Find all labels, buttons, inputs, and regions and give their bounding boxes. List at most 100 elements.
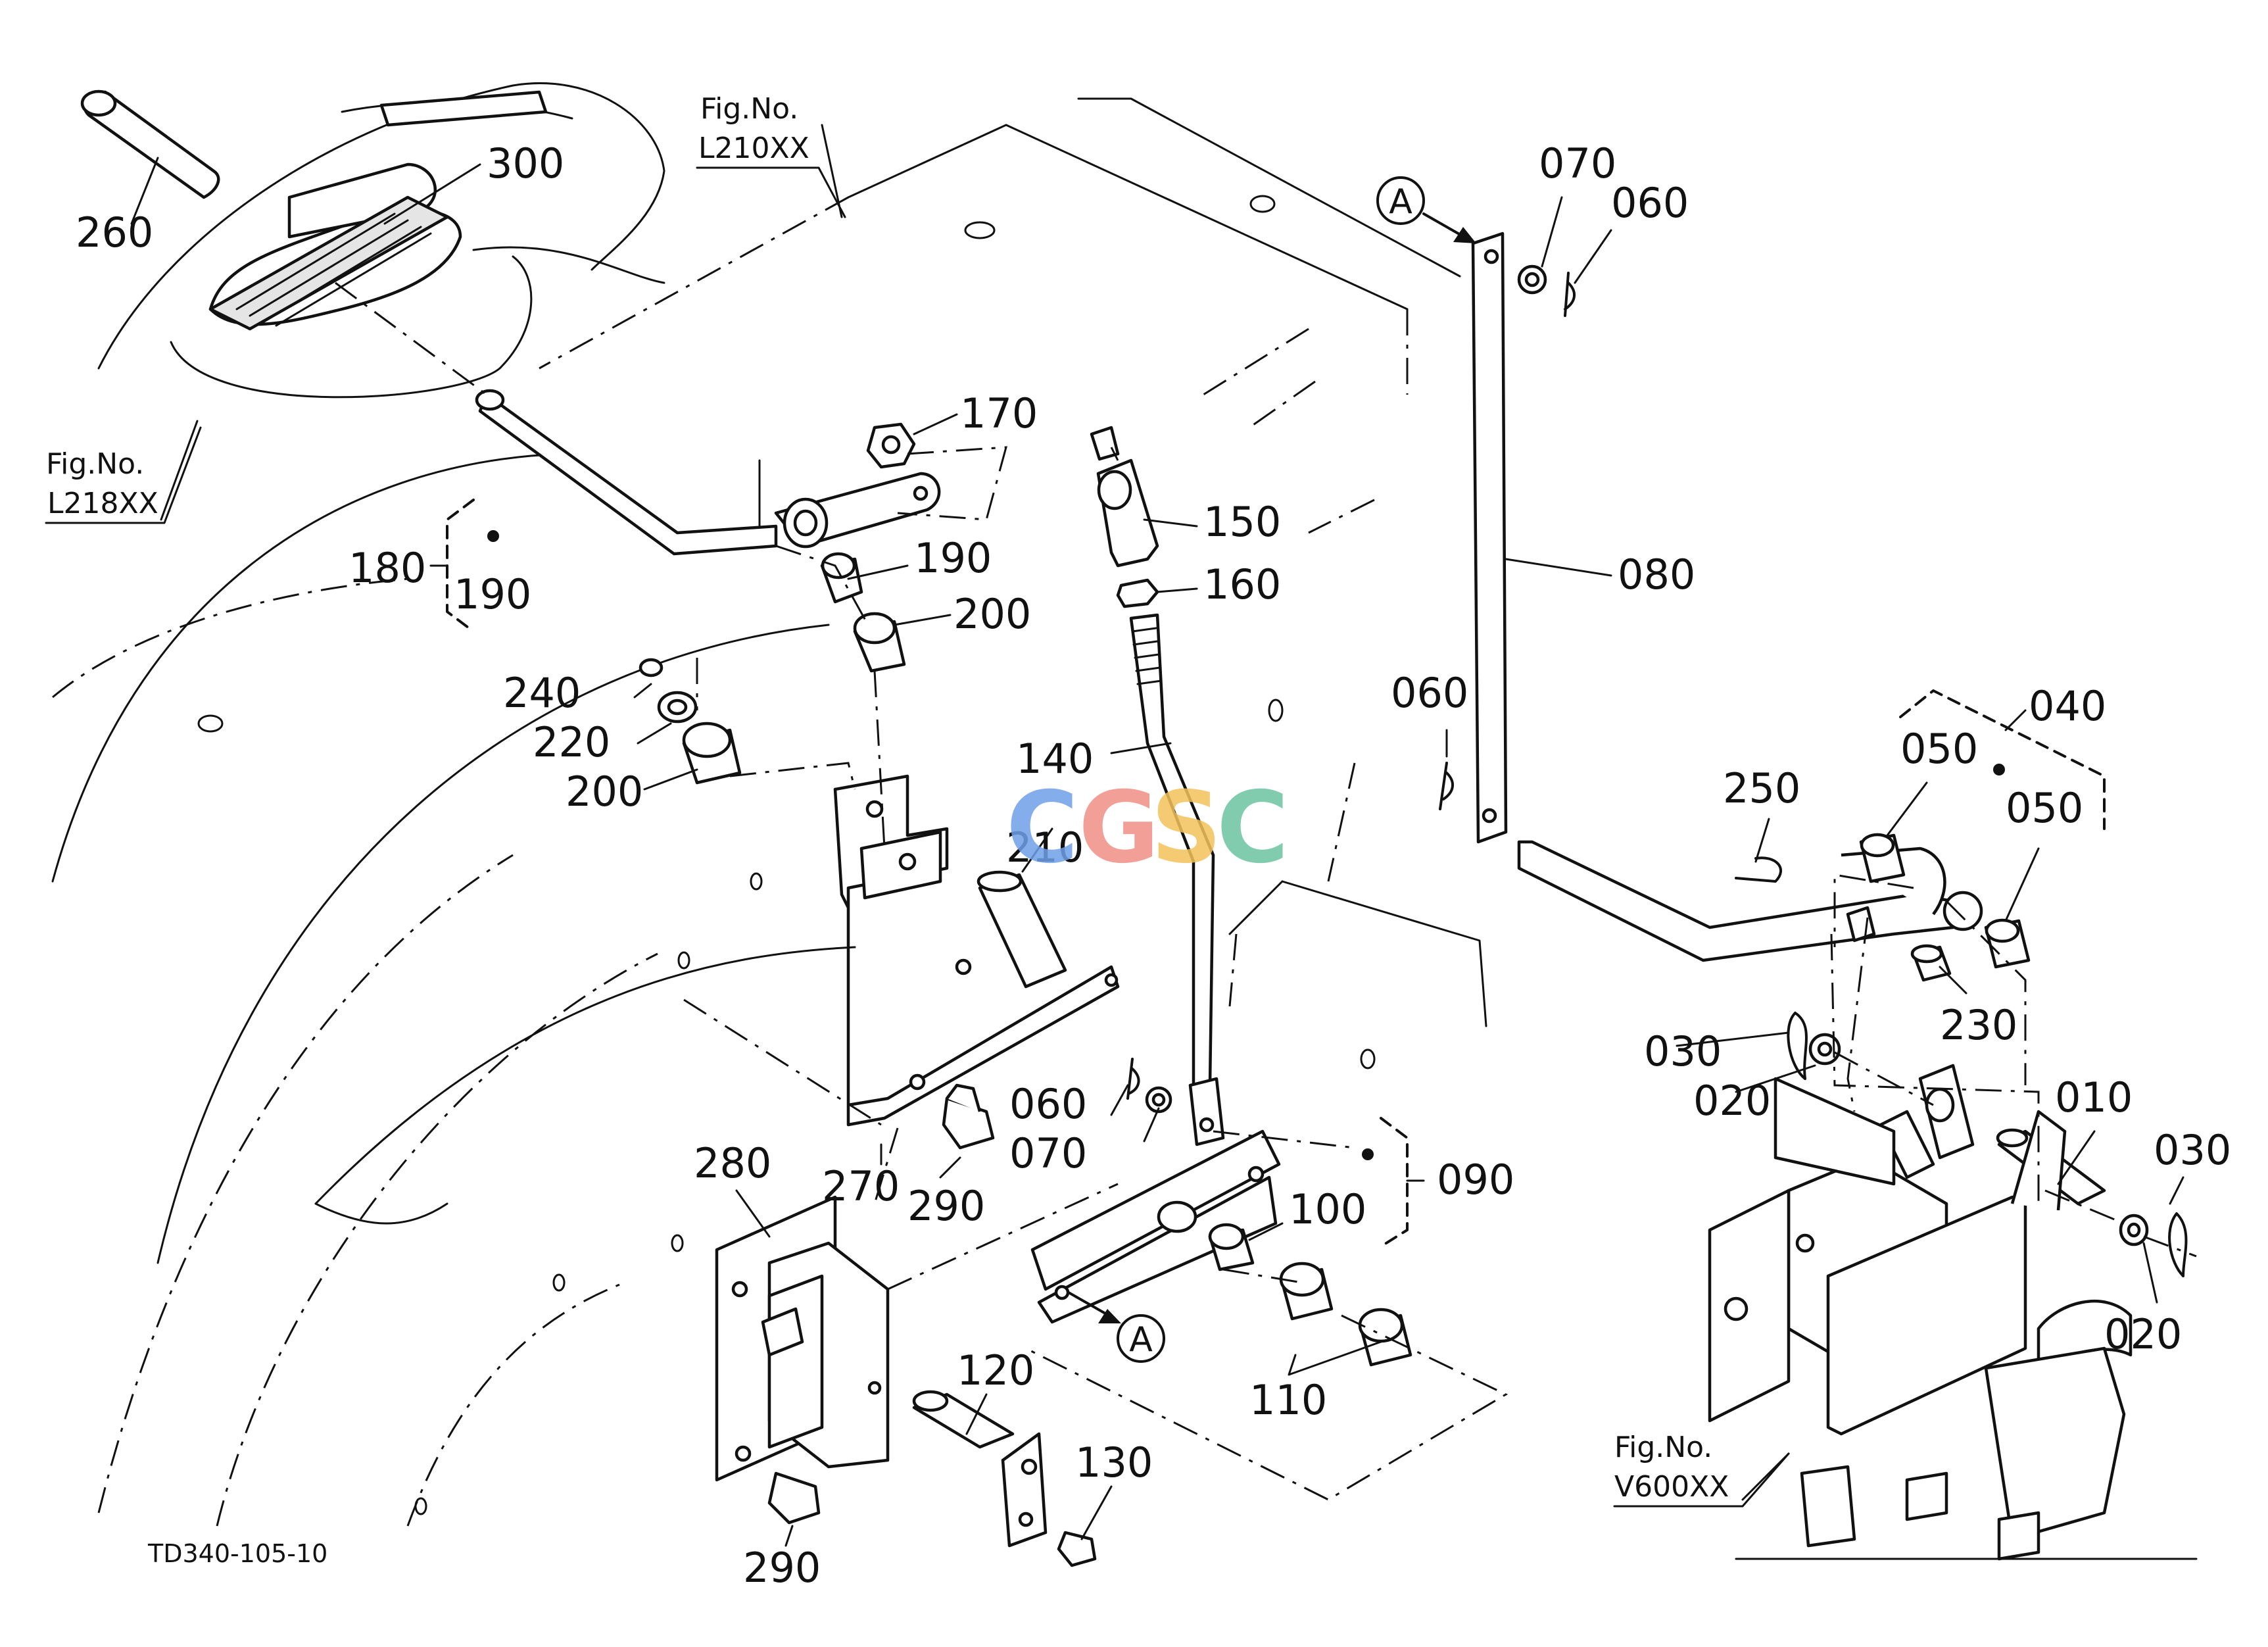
bolt-290-lower [767, 1471, 821, 1525]
part-label: 120 [957, 1346, 1034, 1394]
watermark: C G S C [1006, 771, 1289, 885]
part-label: 010 [2055, 1073, 2133, 1121]
part-label: 070 [1009, 1129, 1087, 1177]
fig-ref-code: V600XX [1614, 1470, 1729, 1504]
watermark-letter: G [1078, 771, 1159, 885]
nut-170 [866, 422, 916, 469]
beta-clip-060-left [1439, 762, 1454, 810]
lever-arm-plate [758, 459, 941, 549]
clip-250 [1735, 856, 1782, 883]
part-label: 190 [454, 570, 531, 618]
part-label: 080 [1618, 551, 1695, 599]
part-label: 180 [349, 544, 426, 592]
part-label: 170 [960, 389, 1038, 437]
beta-clip-060-mid [1126, 1058, 1140, 1100]
control-valve [1708, 1064, 2198, 1561]
pin-210 [977, 870, 1067, 989]
part-label: 030 [2154, 1126, 2231, 1174]
part-label: 130 [1075, 1438, 1153, 1487]
pin-230 [1910, 944, 1952, 982]
connector-a-label: A [1129, 1320, 1153, 1360]
part-label: 110 [1249, 1376, 1327, 1424]
lever-grip [80, 89, 220, 199]
connector-a-bottom: A [1117, 1314, 1165, 1363]
fig-ref-v600xx: Fig.No. V600XX [1613, 1431, 1790, 1508]
part-label: 280 [694, 1139, 771, 1187]
bushing-200-upper [853, 612, 906, 673]
part-label: 060 [1009, 1080, 1087, 1128]
guide-plate-hatching [235, 212, 432, 327]
bolt-130 [1057, 1531, 1097, 1567]
part-label: 270 [822, 1162, 900, 1210]
part-label: 040 [2029, 682, 2106, 730]
part-label: 230 [1940, 1001, 2017, 1049]
connector-a-top: A [1376, 176, 1425, 225]
rod-140 [1129, 613, 1225, 1146]
part-label: 050 [1900, 725, 1978, 773]
lever-rod [475, 389, 778, 556]
watermark-letter: C [1217, 771, 1289, 885]
clip-240 [639, 658, 664, 677]
connector-arrow-a-bottom [1067, 1291, 1121, 1323]
part-label: 220 [533, 718, 610, 766]
watermark-letter: C [1006, 771, 1078, 885]
part-label: 210 [1006, 823, 1084, 872]
part-label: 060 [1611, 179, 1689, 227]
fig-ref-prefix: Fig.No. [1614, 1431, 1712, 1464]
assembly-bracket-180 [429, 499, 499, 633]
part-label: 090 [1437, 1156, 1514, 1204]
bushing-050-b [1984, 918, 2031, 969]
assembly-bracket-040 [1899, 689, 2106, 830]
rod-end-150 [1090, 426, 1159, 568]
bushing-110-a [1279, 1262, 1334, 1321]
part-label: 050 [2006, 784, 2083, 832]
washer-070-mid [1145, 1086, 1172, 1114]
fig-ref-l218xx: Fig.No. L218XX [45, 426, 202, 524]
bracket-270 [833, 774, 1120, 1127]
connector-arrow-a-top [1422, 212, 1476, 243]
part-label: 290 [907, 1182, 985, 1230]
assembly-bracket-090 [1362, 1117, 1425, 1248]
washer-070-top [1517, 264, 1547, 295]
bushing-050-a [1859, 833, 1906, 883]
washer-020-left [1808, 1033, 1841, 1066]
spring-clip-030-right [2168, 1212, 2188, 1277]
connector-a-label: A [1389, 182, 1412, 222]
part-label: 020 [1693, 1077, 1771, 1125]
beta-clip-060-top [1564, 272, 1576, 317]
bushing-200-lower [682, 722, 742, 785]
pin-120 [912, 1390, 1048, 1548]
part-label: 200 [566, 768, 643, 816]
part-label: 020 [2104, 1310, 2182, 1358]
washer-220 [657, 691, 698, 724]
part-label: 240 [503, 669, 581, 717]
drawing-code: TD340-105-10 [147, 1539, 327, 1568]
fig-ref-code: L210XX [698, 132, 809, 165]
link-080 [1471, 232, 1508, 844]
assembly-lines [335, 282, 2197, 1501]
part-label: 290 [743, 1544, 821, 1592]
fig-ref-code: L218XX [47, 487, 158, 520]
part-label: 190 [914, 534, 992, 582]
fig-ref-prefix: Fig.No. [46, 447, 144, 481]
part-label: 160 [1203, 560, 1281, 608]
washer-020-right [2119, 1214, 2149, 1246]
link-plate-090 [1030, 1129, 1281, 1324]
bushing-100 [1208, 1223, 1255, 1271]
fig-ref-prefix: Fig.No. [700, 92, 798, 126]
fig-ref-l210xx: Fig.No. L210XX [696, 92, 846, 218]
part-label: 200 [953, 590, 1031, 638]
floor-panel [197, 97, 1487, 1515]
part-label: 060 [1391, 669, 1468, 717]
part-label: 070 [1539, 139, 1616, 187]
part-labels: 260 300 180 190 190 240 220 200 200 170 … [76, 139, 2231, 1592]
bushing-190 [820, 552, 863, 604]
part-label: 250 [1723, 764, 1800, 812]
bushing-110-b [1358, 1308, 1412, 1367]
bracket-280 [715, 1195, 890, 1482]
part-label: 150 [1203, 498, 1281, 546]
nut-160 [1116, 578, 1159, 608]
watermark-letter: S [1151, 771, 1222, 885]
lever-console [208, 90, 548, 331]
